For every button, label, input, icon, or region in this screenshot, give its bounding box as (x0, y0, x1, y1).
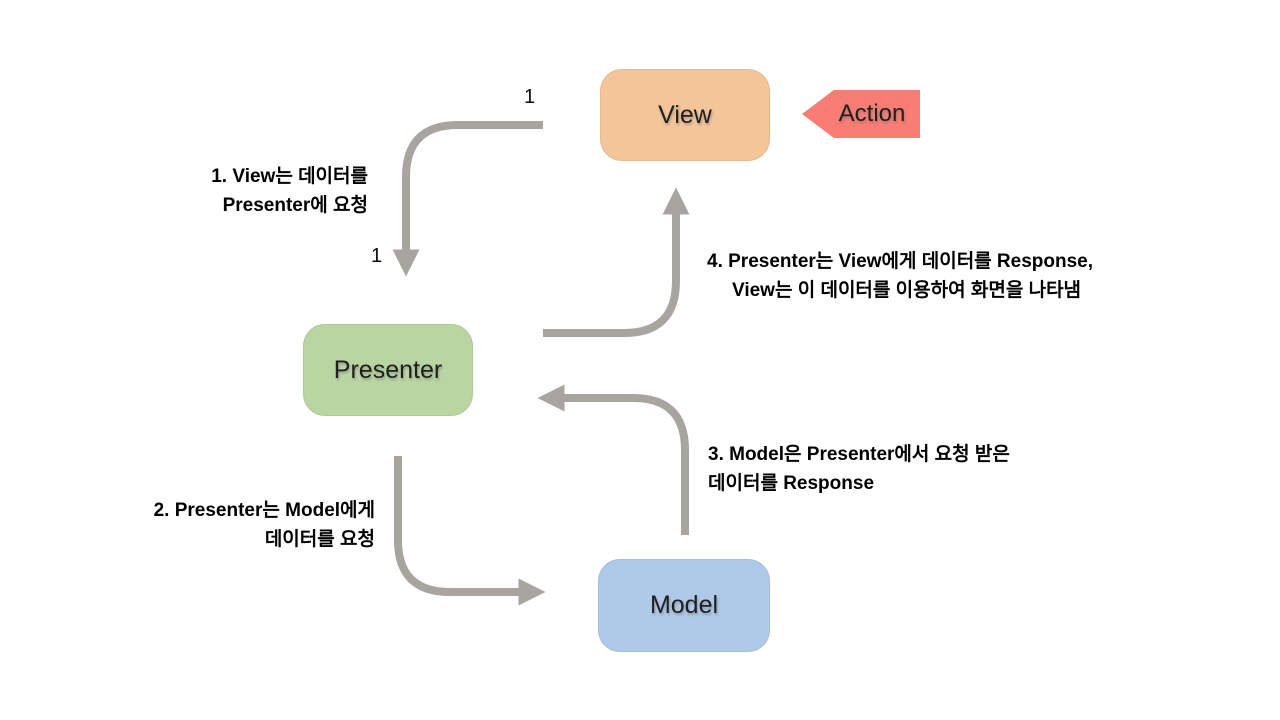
node-presenter: Presenter (303, 324, 473, 416)
arrow-model-to-presenter (537, 384, 689, 535)
action-label: Action (838, 100, 906, 127)
node-presenter-label: Presenter (333, 355, 443, 384)
annotation-step3-line1: 3. Model은 Presenter에서 요청 받은 (708, 444, 1010, 465)
node-view: View (600, 69, 770, 161)
annotation-step4: 4. Presenter는 View에게 데이터를 Response, View… (707, 247, 1093, 305)
annotation-step3: 3. Model은 Presenter에서 요청 받은 데이터를 Respons… (708, 440, 1010, 498)
annotation-step2-line2: 데이터를 요청 (264, 529, 375, 550)
node-model: Model (598, 559, 770, 652)
node-model-label: Model (649, 591, 719, 619)
arrow-presenter-to-view (543, 187, 690, 337)
annotation-step2: 2. Presenter는 Model에게 데이터를 요청 (154, 496, 375, 554)
annotation-step4-line1: 4. Presenter는 View에게 데이터를 Response, (707, 251, 1094, 272)
node-view-label: View (658, 100, 712, 129)
annotation-step1: 1. View는 데이터를 Presenter에 요청 (211, 162, 368, 220)
annotation-step2-line1: 2. Presenter는 Model에게 (153, 500, 375, 521)
arrow-presenter-to-model (394, 456, 546, 606)
arrow1-sequence-marker-bottom: 1 (371, 245, 383, 267)
annotation-step1-line2: Presenter에 요청 (222, 195, 368, 216)
annotation-step3-line2: 데이터를 Response (708, 473, 875, 494)
arrow1-sequence-marker-top: 1 (524, 86, 536, 108)
annotation-step4-line2: View는 이 데이터를 이용하여 화면을 나타냄 (732, 280, 1082, 301)
annotation-step1-line1: 1. View는 데이터를 (211, 166, 368, 187)
arrow-view-to-presenter (392, 121, 543, 277)
